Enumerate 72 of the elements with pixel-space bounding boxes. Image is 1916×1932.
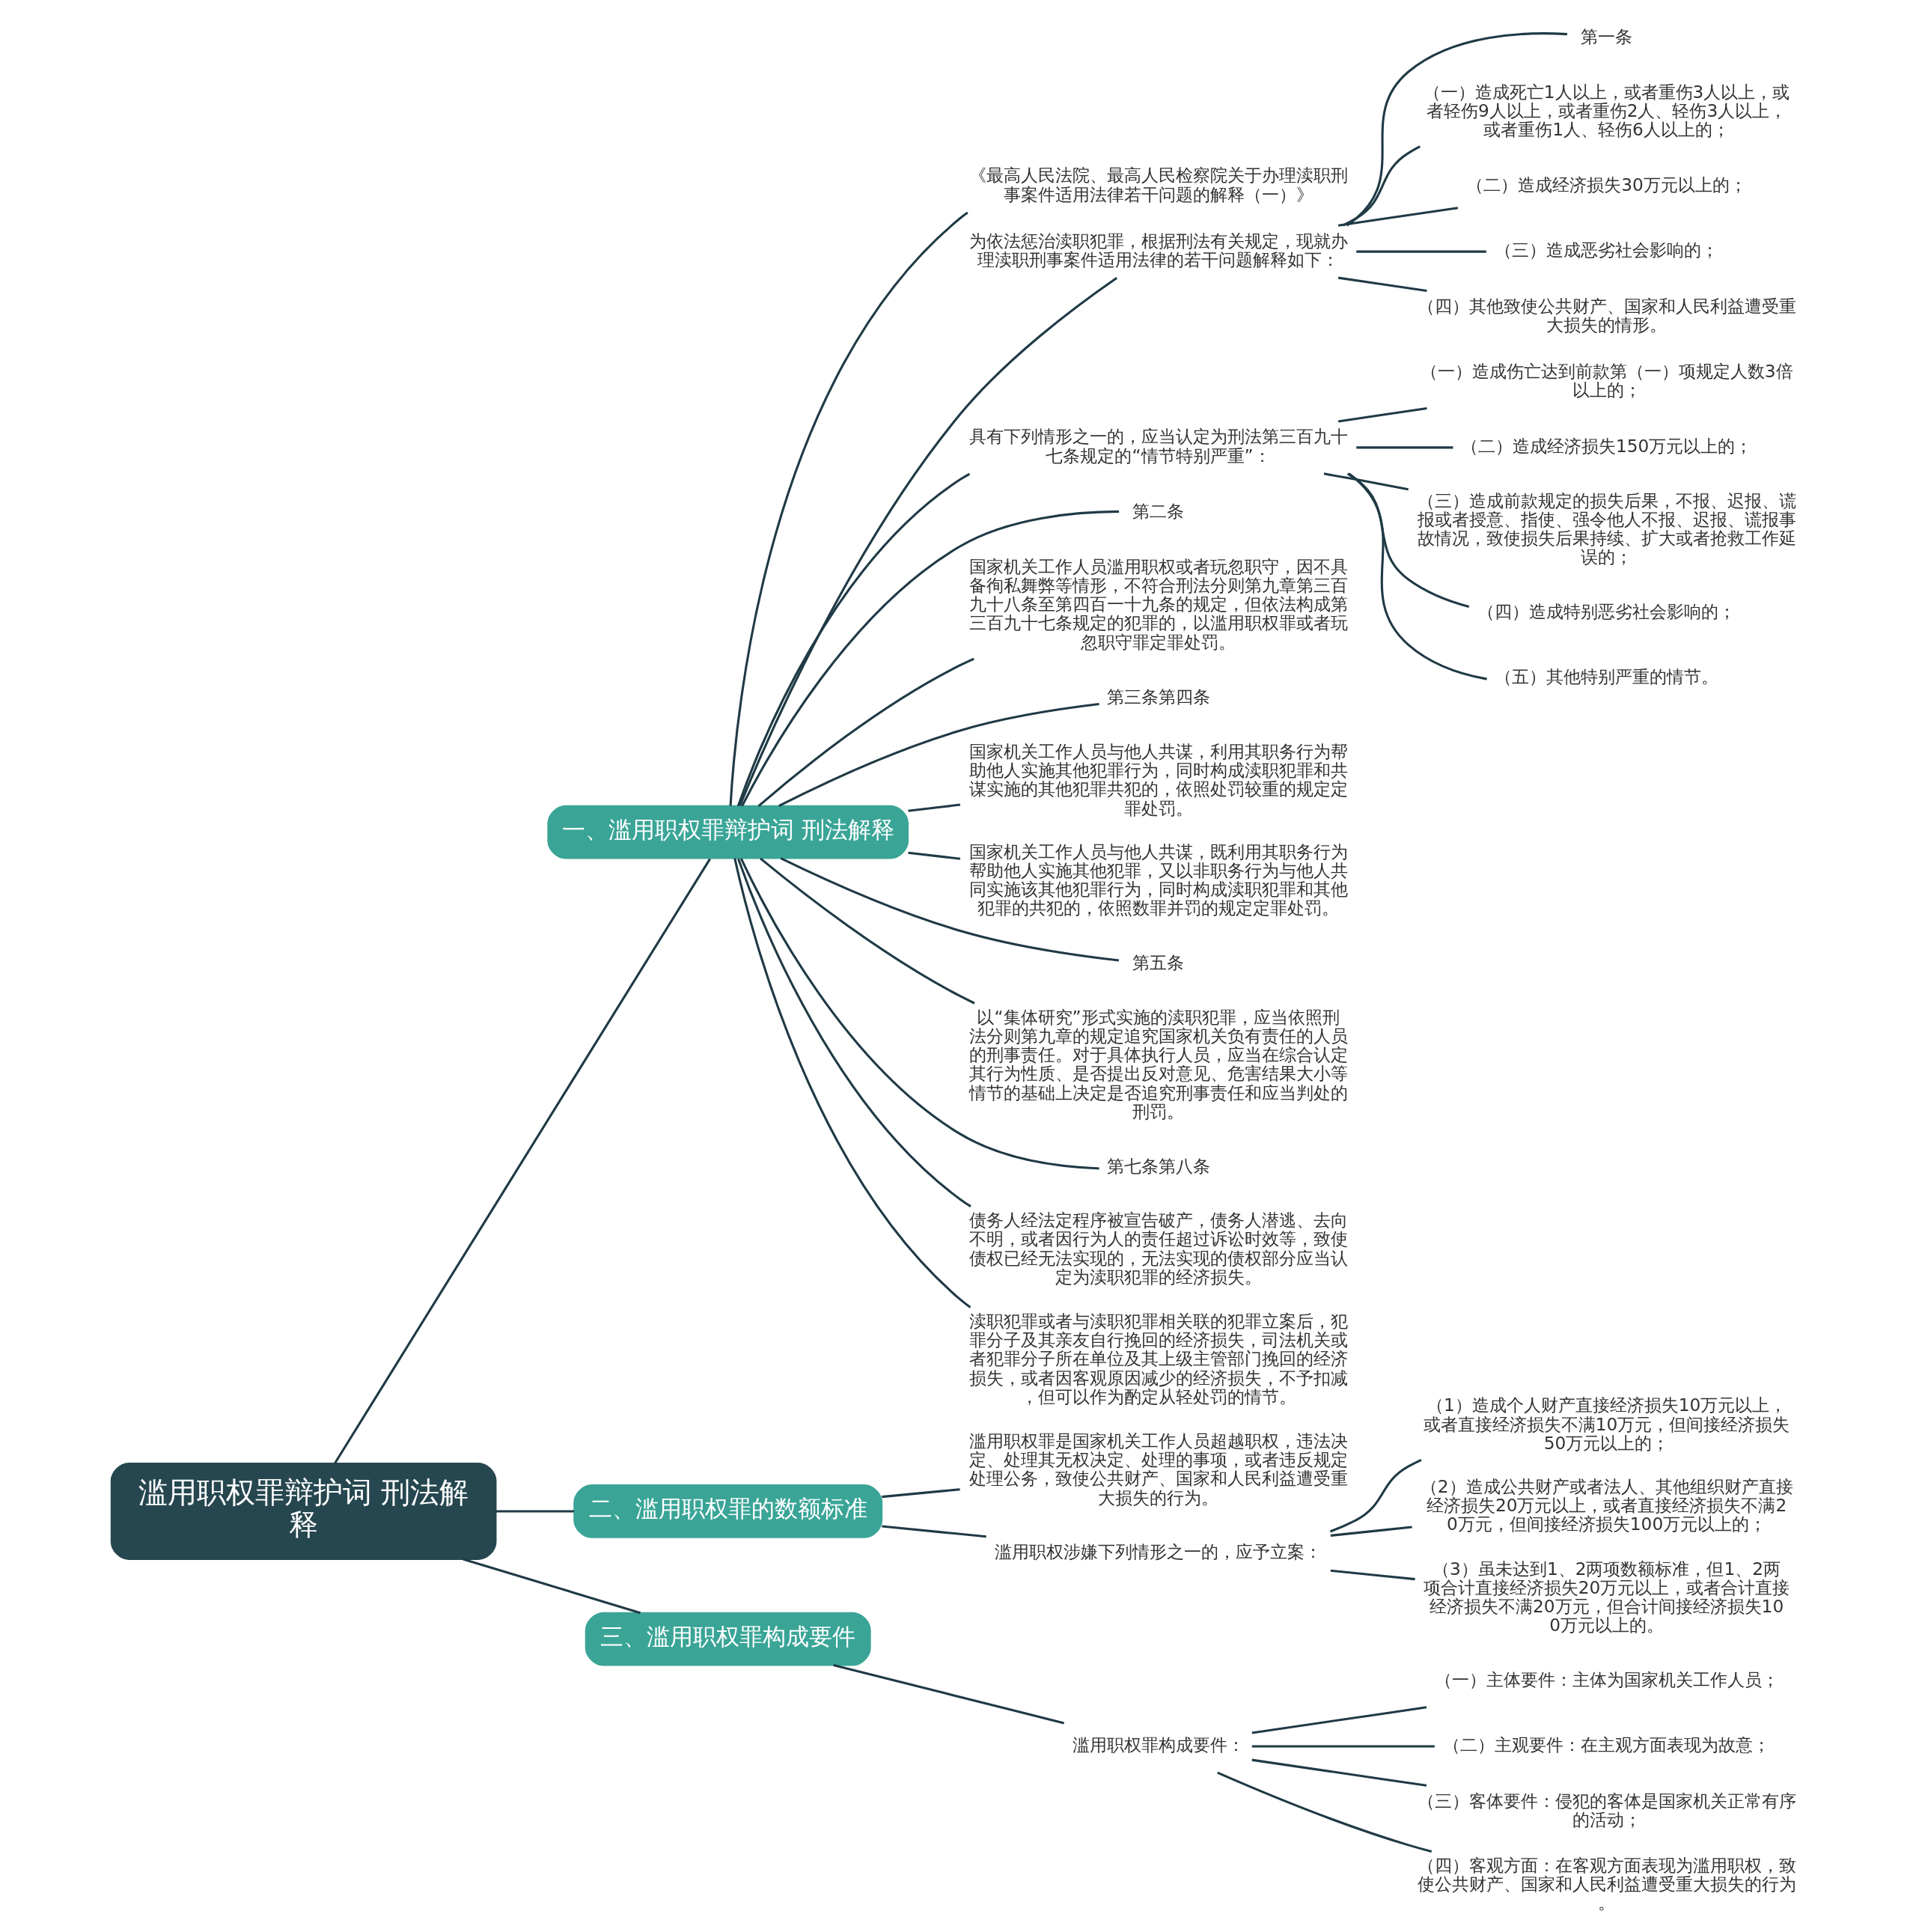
connector [780,857,1120,962]
node-text: （二）主观要件：在主观方面表现为故意； [1443,1734,1771,1755]
connector [908,803,961,812]
connector [736,858,971,1207]
node-box: 二、滥用职权罪的数额标准 [573,1484,883,1538]
node-text: 滥用职权罪构成要件： [1072,1734,1245,1755]
connector [908,851,961,860]
node-text: 国家机关工作人员滥用职权或者玩忽职守，因不具备徇私舞弊等情形，不符合刑法分则第九章第三百九十八条至第四百一十九条的规定，但依法构成第三百九十七条规定的犯罪的，以滥用职权罪或者玩忽职守罪定罪处罚。 [968,555,1348,652]
connector [736,472,971,807]
connector [1251,1745,1435,1748]
node-text: （1）造成个人财产直接经济损失10万元以上，或者直接经济损失不满10万元，但间接经济损失50万元以上的； [1423,1395,1790,1453]
connector [733,858,971,1308]
node-box: 一、滥用职权罪辩护词 刑法解释 [547,805,909,859]
connector [739,858,1099,1170]
node-text: （二）造成经济损失150万元以上的； [1460,435,1753,456]
node-text: （3）虽未达到1、2两项数额标准，但1、2两项合计直接经济损失20万元以上，或者合计直接经济损失不满20万元，但合计间接经济损失100万元以上的。 [1423,1558,1790,1636]
connector [1356,446,1453,449]
node-text: 以“集体研究”形式实施的渎职犯罪，应当依照刑法分则第九章的规定追究国家机关负有责任的人员的刑事责任。对于具体执行人员，应当在综合认定其行为性质、是否提出反对意见、危害结果大小等情节的基础上决定是否追究刑事责任和应当判处的刑罚。 [968,1006,1348,1121]
connector [495,1510,575,1513]
node-box: 滥用职权罪辩护词 刑法解释 [110,1463,497,1560]
node-text: 第二条 [1132,501,1185,522]
connector [760,857,975,1005]
connector [1330,1569,1415,1581]
connector [1323,472,1409,491]
connector [334,858,711,1464]
connector [741,510,1120,807]
connector [833,1664,1064,1725]
connector [1337,407,1427,423]
node-text: （三）客体要件：侵犯的客体是国家机关正常有序的活动； [1417,1790,1796,1829]
connector [739,276,1118,806]
connector [1348,472,1487,680]
connector [757,657,974,807]
connector [463,1558,641,1615]
node-text: （二）造成经济损失30万元以上的； [1466,174,1747,195]
connector [1330,1526,1412,1537]
node-text: 《最高人民法院、最高人民检察院关于办理渎职刑事案件适用法律若干问题的解释（一）》 [968,165,1348,204]
node-text: （四）造成特别恶劣社会影响的； [1477,600,1736,621]
connector [1337,276,1427,293]
connector [882,1525,986,1538]
connector [1329,1458,1422,1533]
node-box: 三、滥用职权罪构成要件 [585,1612,871,1666]
node-text: 具有下列情形之一的，应当认定为刑法第三百九十七条规定的“情节特别严重”： [968,426,1348,466]
connector [882,1488,960,1499]
node-text: （三）造成恶劣社会影响的； [1495,240,1719,260]
node-text: 滥用职权罪是国家机关工作人员超越职权，违法决定、处理其无权决定、处理的事项，或者违反规定处理公务，致使公共财产、国家和人民利益遭受重大损失的行为。 [968,1430,1348,1508]
node-text: 第一条 [1581,26,1633,47]
connector [1346,472,1470,608]
node-text: 第三条第四条 [1106,686,1210,707]
node-text: 债务人经法定程序被宣告破产，债务人潜逃、去向不明，或者因行为人的责任超过诉讼时效等，致使债权已经无法实现的，无法实现的债权部分应当认定为渎职犯罪的经济损失。 [968,1210,1348,1287]
connector [1356,250,1486,253]
connector [778,703,1099,808]
connector [1346,32,1568,227]
node-text: （一）主体要件：主体为国家机关工作人员； [1434,1669,1779,1689]
node-text: 滥用职权涉嫌下列情形之一的，应予立案： [995,1541,1322,1562]
node-text: 国家机关工作人员与他人共谋，既利用其职务行为帮助他人实施其他犯罪，又以非职务行为与他人共同实施该其他犯罪行为，同时构成渎职犯罪和其他犯罪的共犯的，依照数罪并罚的规定定罪处罚。 [968,841,1348,918]
node-text: 第七条第八条 [1106,1155,1210,1176]
node-text: （五）其他特别严重的情节。 [1495,666,1719,687]
node-text: （一）造成死亡1人以上，或者重伤3人以上，或者轻伤9人以上，或者重伤2人、轻伤3人以上，或者重伤1人、轻伤6人以上的； [1423,81,1790,140]
node-text: （一）造成伤亡达到前款第（一）项规定人数3倍以上的； [1420,361,1793,400]
connector [1217,1771,1433,1853]
connector [1251,1706,1427,1734]
node-text: 为依法惩治渎职犯罪，根据刑法有关规定，现就办理渎职刑事案件适用法律的若干问题解释如下： [968,230,1348,269]
node-text: （2）造成公共财产或者法人、其他组织财产直接经济损失20万元以上，或者直接经济损失不满20万元，但间接经济损失100万元以上的； [1420,1475,1793,1535]
node-text: （四）其他致使公共财产、国家和人民利益遭受重大损失的情形。 [1417,295,1796,335]
node-text: （四）客观方面：在客观方面表现为滥用职权，致使公共财产、国家和人民利益遭受重大损失的行为。 [1417,1854,1796,1913]
connector [1337,207,1459,227]
node-text: 渎职犯罪或者与渎职犯罪相关联的犯罪立案后，犯罪分子及其亲友自行挽回的经济损失，司法机关或者犯罪分子所在单位及其上级主管部门挽回的经济损失，或者因客观原因减少的经济损失，不予扣减，但可以作为酌定从轻处罚的情节。 [968,1310,1348,1407]
node-text: 国家机关工作人员与他人共谋，利用其职务行为帮助他人实施其他犯罪行为，同时构成渎职犯罪和共谋实施的其他犯罪共犯的，依照处罚较重的规定定罪处罚。 [968,741,1348,818]
node-text: 第五条 [1132,952,1185,973]
node-text: （三）造成前款规定的损失后果，不报、迟报、谎报或者授意、指使、强令他人不报、迟报、谎报事故情况，致使损失后果持续、扩大或者抢救工作延误的； [1417,490,1796,567]
connector [1251,1758,1427,1787]
connector [729,211,968,806]
